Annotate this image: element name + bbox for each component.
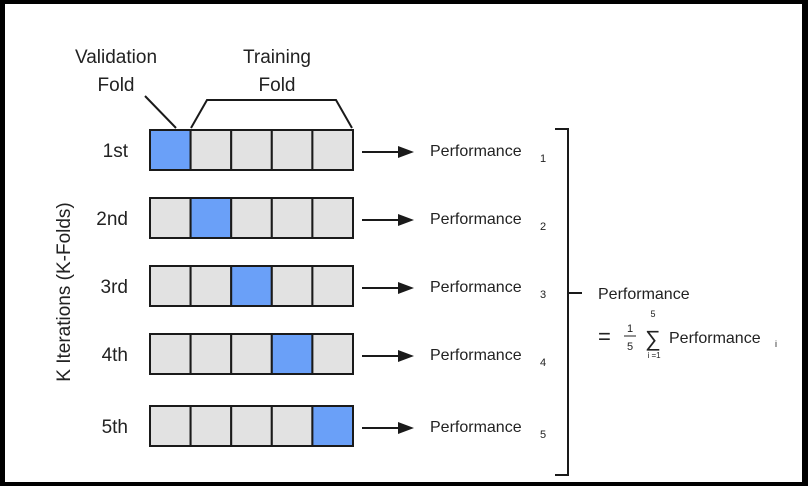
arrow-head-icon: [398, 214, 414, 226]
sum-lower-limit: i =1: [647, 351, 661, 360]
summary-bracket: [555, 128, 569, 476]
training-fold-cell: [270, 405, 314, 447]
performance-label: Performance: [430, 347, 522, 364]
iteration-label: 5th: [102, 417, 128, 438]
training-fold-cell: [270, 265, 314, 307]
formula-equals: =: [598, 324, 611, 349]
performance-subscript: 1: [540, 153, 546, 165]
training-fold-cell: [311, 197, 354, 239]
performance-label: Performance: [430, 143, 522, 160]
training-fold-cell: [149, 265, 192, 307]
formula-term-subscript: i: [775, 339, 777, 349]
iteration-label: 1st: [103, 141, 129, 162]
performance-label: Performance: [430, 279, 522, 296]
training-fold-cell: [311, 265, 354, 307]
training-bracket: [190, 99, 353, 129]
performance-subscript: 2: [540, 221, 546, 233]
training-fold-cell: [270, 197, 314, 239]
iteration-row: 3rd Performance 3: [101, 265, 546, 307]
arrow-head-icon: [398, 146, 414, 158]
arrow-head-icon: [398, 282, 414, 294]
validation-pointer-line: [144, 95, 177, 129]
training-fold-cell: [230, 405, 273, 447]
formula-numerator: 1: [627, 323, 633, 335]
training-fold-cell: [230, 197, 273, 239]
iteration-row: 2nd Performance 2: [96, 197, 546, 239]
training-fold-cell: [311, 129, 354, 171]
training-fold-cell: [230, 333, 273, 375]
iteration-label: 3rd: [101, 277, 128, 298]
validation-fold-cell: [149, 129, 192, 171]
training-fold-cell: [149, 405, 192, 447]
arrow-head-icon: [398, 350, 414, 362]
training-fold-label-line1: Training: [243, 47, 311, 68]
training-fold-cell: [311, 333, 354, 375]
sum-symbol: ∑: [645, 326, 661, 351]
training-fold-cell: [189, 129, 233, 171]
validation-fold-cell: [270, 333, 314, 375]
iteration-label: 4th: [102, 345, 128, 366]
validation-fold-cell: [189, 197, 233, 239]
performance-subscript: 5: [540, 429, 546, 441]
iteration-row: 1st Performance 1: [103, 129, 546, 171]
training-fold-cell: [189, 265, 233, 307]
training-fold-cell: [189, 405, 233, 447]
validation-fold-label-line1: Validation: [75, 47, 157, 68]
training-fold-cell: [270, 129, 314, 171]
training-fold-cell: [230, 129, 273, 171]
iteration-row: 5th Performance 5: [102, 405, 546, 447]
training-fold-label-line2: Fold: [259, 75, 296, 96]
training-fold-cell: [149, 333, 192, 375]
performance-subscript: 3: [540, 289, 546, 301]
performance-label: Performance: [430, 211, 522, 228]
arrow-head-icon: [398, 422, 414, 434]
iteration-row: 4th Performance 4: [102, 333, 546, 375]
sum-upper-limit: 5: [650, 309, 655, 319]
performance-label: Performance: [430, 419, 522, 436]
formula-term: Performance: [669, 330, 761, 347]
validation-fold-cell: [311, 405, 354, 447]
performance-subscript: 4: [540, 357, 546, 369]
training-fold-cell: [149, 197, 192, 239]
training-fold-cell: [189, 333, 233, 375]
validation-fold-cell: [230, 265, 273, 307]
formula-denominator: 5: [627, 341, 633, 353]
panel: [5, 4, 802, 482]
iteration-label: 2nd: [96, 209, 128, 230]
y-axis-label: K Iterations (K-Folds): [54, 202, 75, 382]
validation-fold-label-line2: Fold: [98, 75, 135, 96]
summary-title: Performance: [598, 286, 690, 303]
